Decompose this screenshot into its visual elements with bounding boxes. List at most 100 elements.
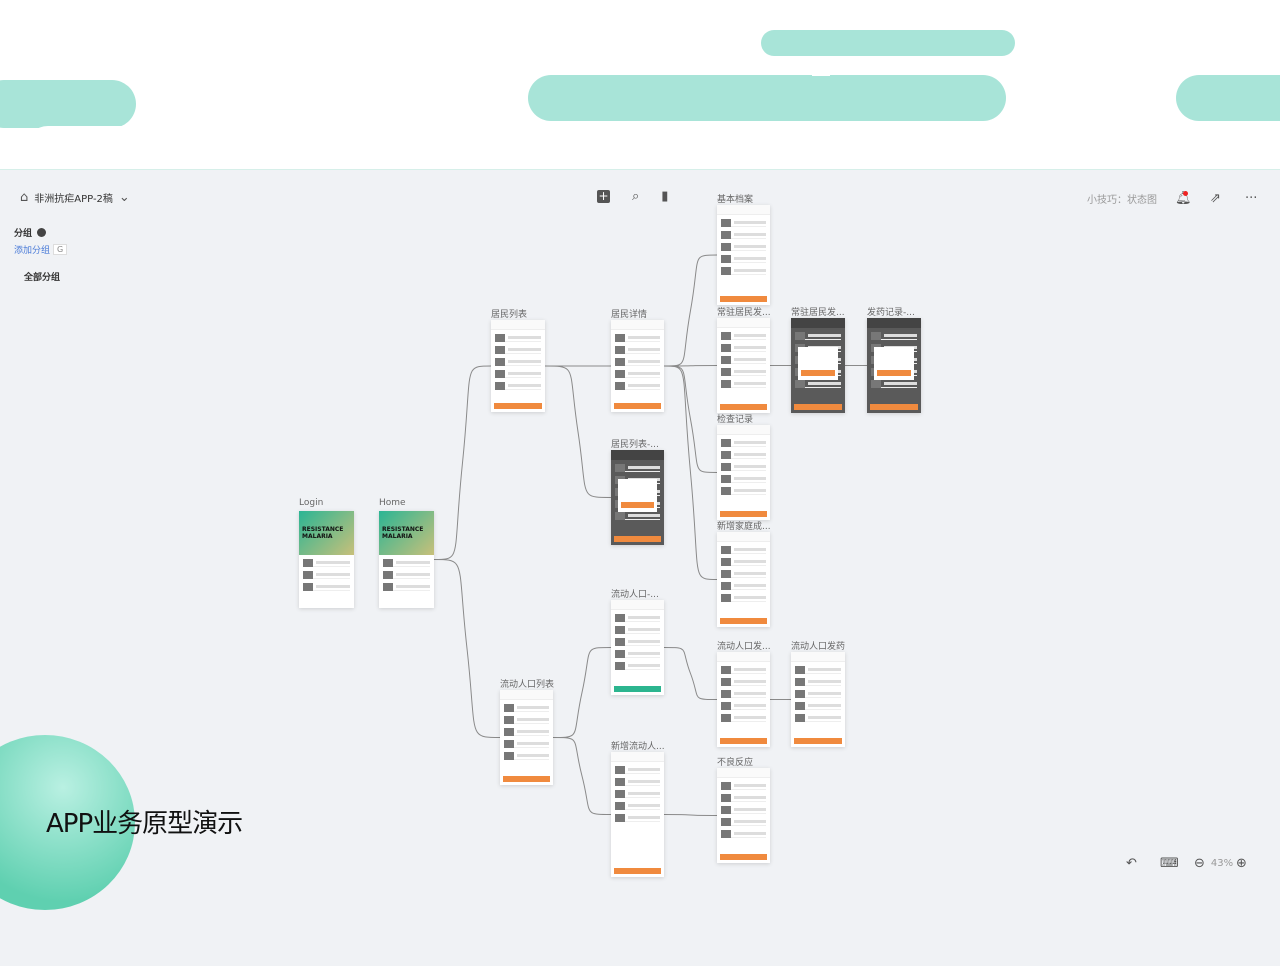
add-group-link[interactable]: 添加分组 bbox=[14, 246, 51, 256]
list-row bbox=[721, 231, 766, 239]
list-row bbox=[504, 752, 549, 760]
zoom-in-icon[interactable]: ⊕ bbox=[1236, 856, 1247, 871]
screen-thumbnail[interactable] bbox=[717, 768, 770, 863]
primary-button bbox=[794, 404, 842, 410]
list-row bbox=[495, 334, 541, 342]
project-title: 非洲抗疟APP-2稿 bbox=[34, 194, 113, 205]
list-row bbox=[721, 546, 766, 554]
shortcut-badge: G bbox=[53, 244, 68, 255]
list-row bbox=[721, 666, 766, 674]
list-row bbox=[615, 464, 660, 472]
list-row bbox=[303, 582, 350, 591]
screen-header bbox=[717, 205, 770, 215]
screen-thumbnail[interactable] bbox=[717, 318, 770, 413]
group-heading: 分组 bbox=[14, 229, 33, 239]
list-row bbox=[615, 790, 660, 798]
list-row bbox=[795, 666, 841, 674]
list-row bbox=[383, 582, 430, 591]
list-row bbox=[504, 716, 549, 724]
list-row bbox=[615, 638, 660, 646]
list-row bbox=[615, 778, 660, 786]
list-row bbox=[721, 487, 766, 495]
list-row bbox=[721, 806, 766, 814]
connector-line bbox=[552, 737, 612, 815]
project-switcher[interactable]: ⌂ 非洲抗疟APP-2稿 ⌄ bbox=[20, 190, 130, 205]
screen-label: 不良反应 bbox=[717, 758, 754, 768]
all-groups-item[interactable]: 全部分组 bbox=[24, 273, 61, 283]
screen-label: 新增家庭成... bbox=[717, 522, 771, 532]
list-row bbox=[721, 451, 766, 459]
bell-icon[interactable]: 🔔︎ bbox=[1175, 191, 1192, 206]
list-row bbox=[871, 380, 917, 388]
zoom-level: 43% bbox=[1210, 858, 1234, 869]
list-row bbox=[721, 255, 766, 263]
screen-thumbnail[interactable] bbox=[717, 652, 770, 747]
tip-text[interactable]: 小技巧：状态图 bbox=[1087, 195, 1157, 206]
list-row bbox=[721, 243, 766, 251]
zoom-out-icon[interactable]: ⊖ bbox=[1194, 856, 1205, 871]
primary-button bbox=[614, 403, 661, 409]
primary-button bbox=[720, 618, 767, 624]
connector-line bbox=[663, 365, 718, 367]
chevron-down-icon[interactable]: ⌄ bbox=[118, 190, 130, 205]
screen-thumbnail[interactable] bbox=[717, 205, 770, 305]
screen-thumbnail[interactable] bbox=[867, 318, 921, 413]
screen-header bbox=[867, 318, 921, 328]
primary-button bbox=[614, 536, 661, 542]
more-icon[interactable]: ··· bbox=[1245, 191, 1258, 206]
list-row bbox=[615, 766, 660, 774]
list-row bbox=[721, 463, 766, 471]
decorative-cloud-banner bbox=[0, 0, 1280, 170]
primary-button bbox=[794, 738, 842, 744]
screen-label: 检查记录 bbox=[717, 415, 754, 425]
list-row bbox=[303, 558, 350, 567]
primary-button bbox=[720, 404, 767, 410]
search-icon[interactable]: ⌕ bbox=[632, 189, 640, 204]
collapse-icon[interactable] bbox=[37, 228, 47, 237]
list-row bbox=[795, 332, 841, 340]
list-row bbox=[795, 380, 841, 388]
screen-label: 流动人口发药 bbox=[791, 642, 846, 652]
screen-thumbnail[interactable] bbox=[611, 752, 664, 877]
keyboard-icon[interactable]: ⌨ bbox=[1160, 856, 1179, 871]
connector-line bbox=[552, 647, 612, 738]
list-row bbox=[504, 704, 549, 712]
list-row bbox=[615, 814, 660, 822]
screen-header bbox=[611, 320, 664, 330]
share-icon[interactable]: ⇗ bbox=[1210, 191, 1221, 206]
modal-dialog bbox=[874, 346, 914, 380]
primary-button bbox=[720, 296, 767, 302]
screen-thumbnail[interactable] bbox=[611, 320, 664, 412]
list-row bbox=[795, 714, 841, 722]
screen-header bbox=[717, 652, 770, 662]
screen-thumbnail[interactable]: RESISTANCE MALARIA bbox=[379, 511, 434, 608]
list-row bbox=[795, 702, 841, 710]
screen-thumbnail[interactable] bbox=[611, 600, 664, 695]
primary-button bbox=[614, 686, 661, 692]
screen-thumbnail[interactable] bbox=[717, 425, 770, 520]
connector-line bbox=[663, 254, 718, 367]
connector-line bbox=[433, 365, 492, 560]
undo-icon[interactable]: ↶ bbox=[1126, 856, 1137, 871]
screen-thumbnail[interactable] bbox=[791, 318, 845, 413]
screen-thumbnail[interactable] bbox=[791, 652, 845, 747]
screen-label: 居民列表 bbox=[491, 310, 528, 320]
screen-thumbnail[interactable] bbox=[717, 532, 770, 627]
list-row bbox=[495, 382, 541, 390]
plus-square-icon[interactable]: + bbox=[597, 189, 610, 203]
screen-thumbnail[interactable]: RESISTANCE MALARIA bbox=[299, 511, 354, 608]
screen-thumbnail[interactable] bbox=[611, 450, 664, 545]
connector-line bbox=[544, 365, 612, 498]
home-icon[interactable]: ⌂ bbox=[20, 190, 29, 205]
list-row bbox=[721, 702, 766, 710]
screen-label: Login bbox=[299, 498, 324, 508]
list-row bbox=[615, 358, 660, 366]
screen-thumbnail[interactable] bbox=[500, 690, 553, 785]
primary-button bbox=[503, 776, 550, 782]
list-row bbox=[504, 728, 549, 736]
screen-label: 流动人口列表 bbox=[500, 680, 555, 690]
screen-thumbnail[interactable] bbox=[491, 320, 545, 412]
bookmark-icon[interactable]: ▮ bbox=[661, 189, 669, 204]
screen-label: 流动人口发... bbox=[717, 642, 771, 652]
